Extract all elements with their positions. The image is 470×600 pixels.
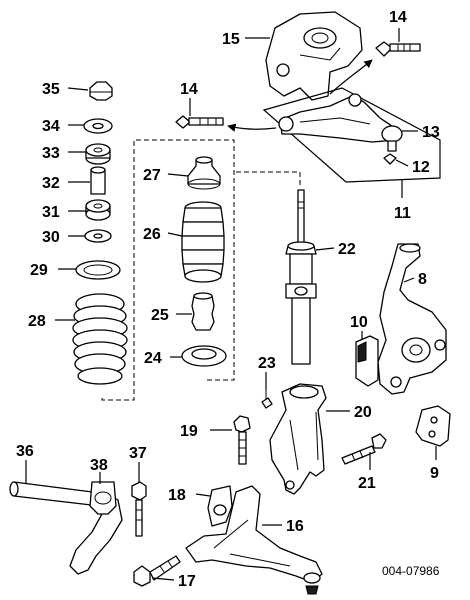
callout-9: 9 — [430, 465, 439, 482]
part-25-bumper — [191, 292, 215, 331]
callout-23: 23 — [258, 355, 276, 372]
part-38-bushing-clamp — [89, 481, 117, 515]
part-37-bolt — [131, 481, 147, 537]
part-20-lower-arm — [269, 383, 327, 495]
callout-28: 28 — [28, 313, 46, 330]
part-18-cam-adjuster — [207, 485, 233, 527]
callout-19: 19 — [180, 423, 198, 440]
callout-15: 15 — [222, 31, 240, 48]
part-28-coil-spring — [72, 293, 128, 385]
callout-12: 12 — [412, 159, 430, 176]
part-10-shield — [355, 335, 379, 387]
part-35-nut — [89, 81, 113, 101]
part-26-dust-boot — [181, 201, 225, 283]
callout-29: 29 — [30, 262, 48, 279]
callout-36: 36 — [16, 443, 34, 460]
callout-26: 26 — [143, 226, 161, 243]
callout-24: 24 — [144, 350, 162, 367]
callout-14-middle: 14 — [180, 81, 198, 98]
callout-8: 8 — [418, 271, 427, 288]
callout-25: 25 — [151, 307, 169, 324]
part-8-steering-knuckle — [377, 243, 447, 395]
part-27-upper-mount — [187, 156, 221, 190]
arrow-to-bolt-14 — [329, 59, 373, 95]
part-14-bolt-upper — [375, 41, 421, 57]
part-31-bushing — [85, 199, 111, 221]
callout-22: 22 — [338, 241, 356, 258]
part-32-sleeve — [90, 166, 106, 195]
callout-17: 17 — [178, 573, 196, 590]
part-29-spring-isolator — [75, 260, 121, 280]
callout-10: 10 — [350, 314, 368, 331]
part-34-washer — [83, 118, 113, 134]
callout-32: 32 — [42, 175, 60, 192]
part-19-bolt — [233, 415, 251, 465]
part-9-bracket — [415, 405, 451, 447]
callout-27: 27 — [143, 167, 161, 184]
callout-31: 31 — [42, 204, 60, 221]
part-16-lower-control-arm — [185, 485, 323, 595]
callout-14-top: 14 — [389, 9, 407, 26]
reference-code: 004-07986 — [382, 564, 440, 578]
part-17-bolt — [133, 555, 181, 587]
callout-35: 35 — [42, 81, 60, 98]
part-23-bolt — [261, 390, 273, 409]
arrow-to-bolt-14-left — [227, 123, 277, 132]
dashed-group-outline — [101, 139, 235, 401]
callout-37: 37 — [129, 445, 147, 462]
part-30-washer — [84, 229, 112, 243]
callout-30: 30 — [42, 229, 60, 246]
dashed-leader-to-shock — [236, 171, 301, 186]
callout-11: 11 — [394, 205, 411, 222]
part-14-bolt-middle — [175, 115, 224, 129]
callout-13: 13 — [422, 124, 440, 141]
leader-lines — [25, 28, 437, 581]
part-15-knuckle-upper — [265, 11, 363, 101]
callout-34: 34 — [42, 118, 60, 135]
part-11-upper-arm-assembly — [262, 87, 441, 183]
callout-33: 33 — [42, 145, 60, 162]
callout-18: 18 — [168, 487, 186, 504]
callout-16: 16 — [286, 518, 304, 535]
callout-21: 21 — [358, 475, 376, 492]
callout-38: 38 — [90, 457, 108, 474]
part-33-bushing — [85, 143, 111, 165]
part-21-bolt — [341, 433, 387, 465]
callout-20: 20 — [354, 404, 372, 421]
part-24-spring-seat — [181, 345, 227, 367]
part-22-shock-absorber — [285, 189, 317, 365]
callout-numbers: 15 14 14 13 12 11 35 34 33 32 31 30 29 2… — [16, 9, 440, 590]
